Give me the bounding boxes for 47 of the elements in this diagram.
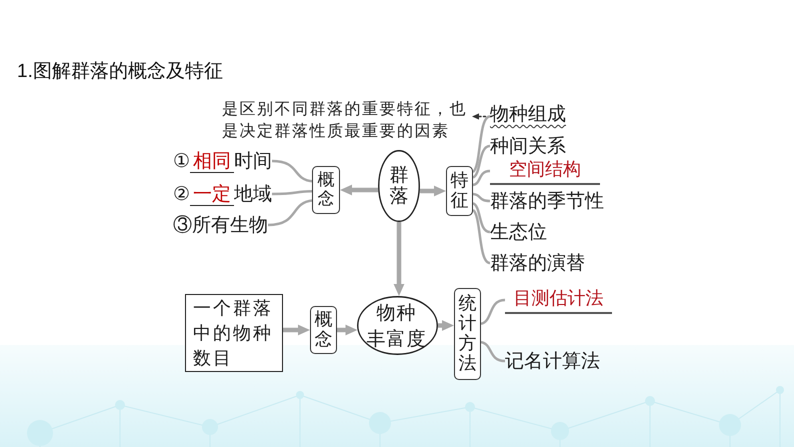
box-text: 统计方法 xyxy=(458,294,476,374)
text-box xyxy=(185,294,283,372)
rounded-box xyxy=(312,166,340,214)
branch-line xyxy=(472,115,490,173)
branch-line xyxy=(472,209,490,264)
arrow xyxy=(394,222,404,296)
rounded-box xyxy=(454,288,481,380)
node-text: 群落 xyxy=(390,165,408,207)
branch-text: 群落的季节性 xyxy=(490,189,604,213)
title-text: 1.图解群落的概念及特征 xyxy=(17,60,223,84)
branch-line xyxy=(272,190,312,196)
rounded-box xyxy=(446,166,473,216)
ellipse-node xyxy=(357,296,438,355)
annotation-text: 是区别不同群落的重要特征，也是决定群落性质最重要的因素 xyxy=(222,98,472,142)
answer-text: 目测估计法 xyxy=(514,288,604,310)
branch-text: 物种组成 xyxy=(490,102,566,131)
rounded-box xyxy=(310,306,337,354)
branch-line xyxy=(480,340,506,362)
box-text: 概念 xyxy=(318,171,334,209)
branch-line xyxy=(472,192,490,202)
arrow xyxy=(337,324,358,336)
box-text: 特征 xyxy=(450,171,468,211)
branch-line xyxy=(472,144,490,179)
dotted-arrow xyxy=(472,113,491,120)
list-item-text: ②一定地域 xyxy=(173,182,272,206)
branch-line xyxy=(480,298,506,325)
answer-text: 空间结构 xyxy=(509,159,581,181)
branch-text: 生态位 xyxy=(490,220,547,244)
branch-text: 群落的演替 xyxy=(490,251,585,275)
arrow xyxy=(420,186,446,196)
fill-in-line xyxy=(490,157,600,185)
branch-line xyxy=(268,199,312,226)
node-text: 物种丰富度 xyxy=(366,300,428,352)
box-text: 概念 xyxy=(314,310,332,350)
list-item-text: ③所有生物 xyxy=(173,213,268,237)
arrow xyxy=(340,184,378,196)
list-item-text: ①相同时间 xyxy=(173,149,272,173)
branch-text: 记名计算法 xyxy=(505,349,600,373)
branch-line xyxy=(272,160,312,183)
box-text: 一个群落中的物种数目 xyxy=(193,297,274,371)
fill-in-line xyxy=(505,286,612,314)
arrow xyxy=(438,320,454,331)
ellipse-node xyxy=(378,150,420,222)
branch-text: 种间关系 xyxy=(490,134,566,158)
branch-line xyxy=(472,170,490,186)
branch-line xyxy=(472,202,490,234)
arrow xyxy=(283,324,310,336)
